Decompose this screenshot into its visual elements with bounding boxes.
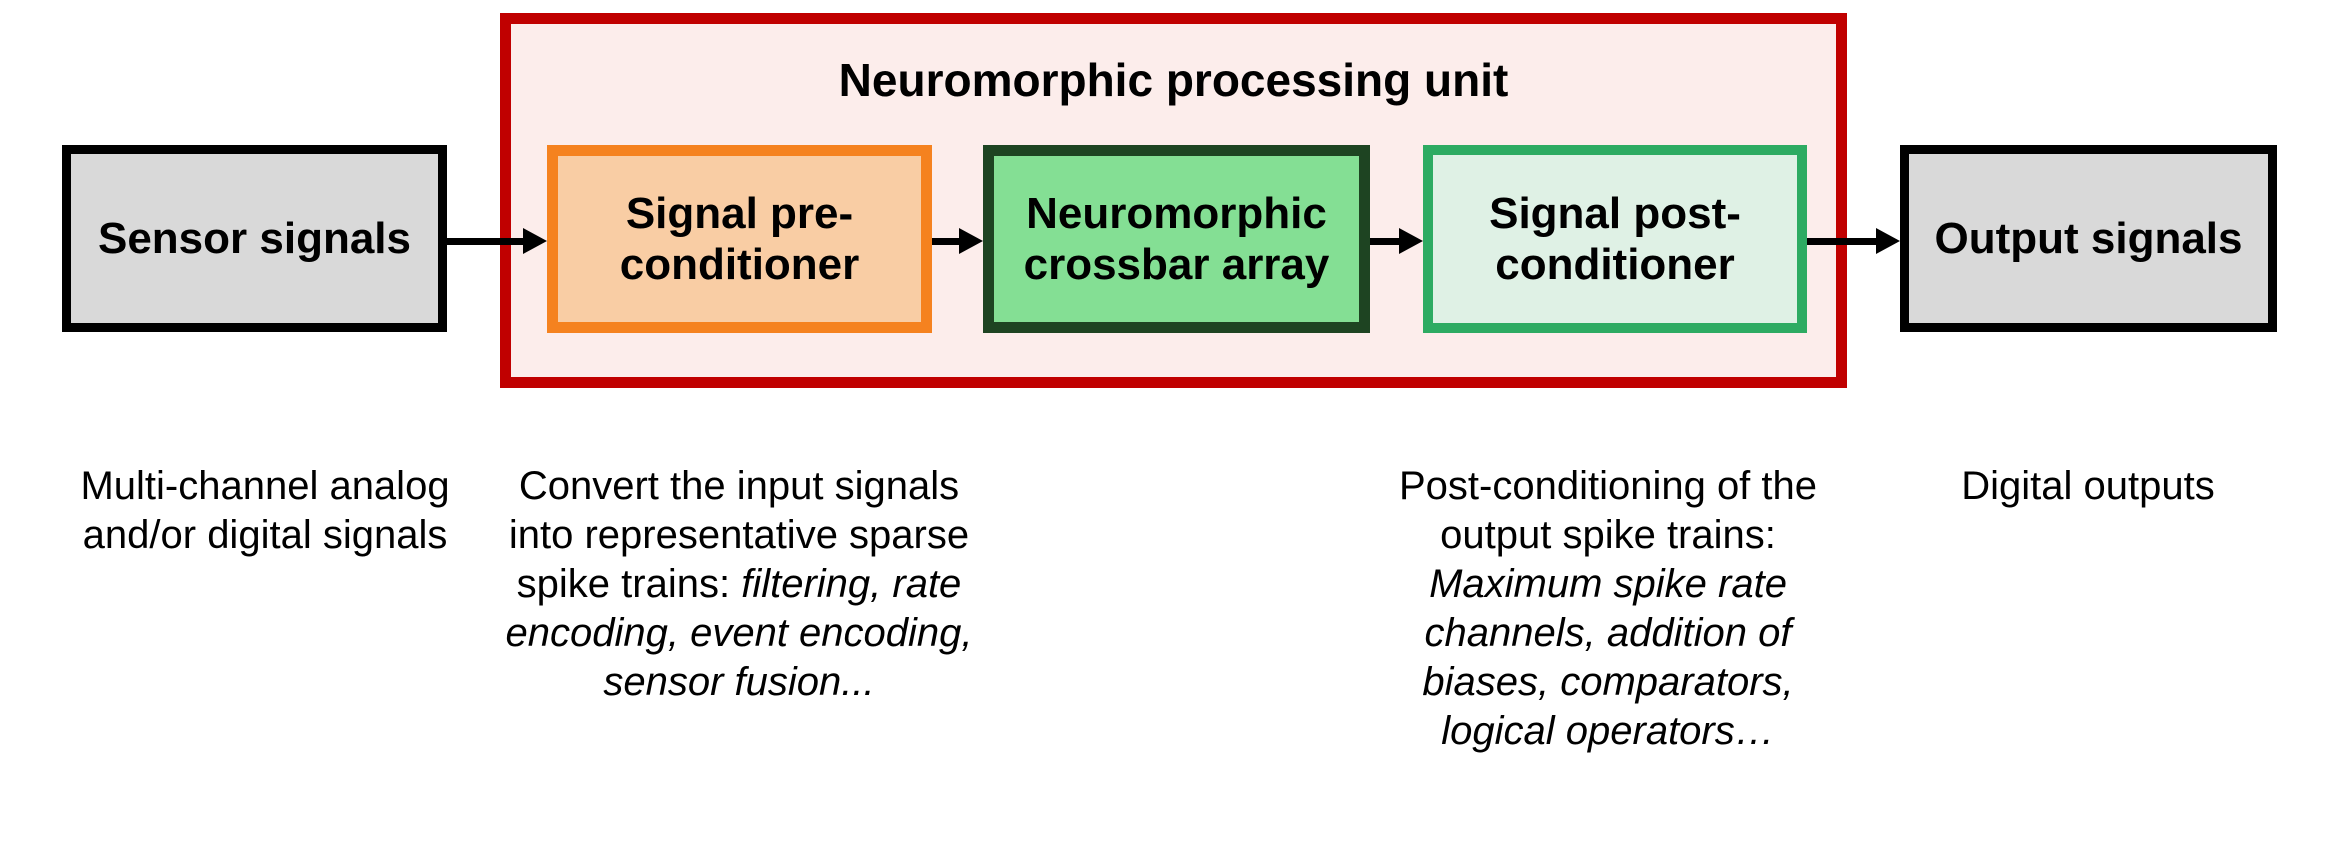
caption-post-regular-text: Post-conditioning of the output spike tr…: [1398, 464, 1818, 557]
neuromorphic-crossbar-array-label: Neuromorphic crossbar array: [1023, 189, 1330, 289]
signal-post-conditioner-box: Signal post-conditioner: [1423, 145, 1807, 333]
output-signals-box: Output signals: [1900, 145, 2277, 332]
caption-output-signals: Digital outputs: [1878, 462, 2298, 511]
output-signals-label: Output signals: [1934, 214, 2243, 263]
caption-post-italic-text: Maximum spike rate channels, addition of…: [1422, 562, 1794, 753]
signal-pre-conditioner-box: Signal pre-conditioner: [547, 145, 932, 333]
arrow-head-icon: [1876, 228, 1900, 254]
arrow-shaft: [447, 238, 525, 245]
npu-title: Neuromorphic processing unit: [838, 54, 1509, 106]
arrow-shaft: [932, 238, 961, 245]
arrow-sensor-to-pre: [447, 228, 547, 254]
signal-post-conditioner-label: Signal post-conditioner: [1489, 189, 1741, 289]
caption-output-text: Digital outputs: [1961, 464, 2215, 508]
sensor-signals-box: Sensor signals: [62, 145, 447, 332]
arrow-pre-to-crossbar: [932, 228, 983, 254]
signal-pre-conditioner-label: Signal pre-conditioner: [619, 189, 860, 289]
caption-pre-conditioner: Convert the input signals into represent…: [484, 462, 994, 707]
arrow-head-icon: [959, 228, 983, 254]
caption-pre-italic-text: filtering, rate encoding, event encoding…: [505, 562, 973, 704]
sensor-signals-label: Sensor signals: [97, 214, 411, 263]
arrow-head-icon: [1399, 228, 1423, 254]
caption-sensor-signals: Multi-channel analog and/or digital sign…: [25, 462, 505, 560]
arrow-shaft: [1807, 238, 1878, 245]
arrow-head-icon: [523, 228, 547, 254]
neuromorphic-crossbar-array-box: Neuromorphic crossbar array: [983, 145, 1370, 333]
arrow-crossbar-to-post: [1370, 228, 1423, 254]
caption-pre-regular-text: Convert the input signals into represent…: [508, 464, 970, 606]
arrow-shaft: [1370, 238, 1401, 245]
arrow-post-to-output: [1807, 228, 1900, 254]
caption-sensor-text: Multi-channel analog and/or digital sign…: [80, 464, 450, 557]
caption-post-conditioner: Post-conditioning of the output spike tr…: [1363, 462, 1853, 756]
